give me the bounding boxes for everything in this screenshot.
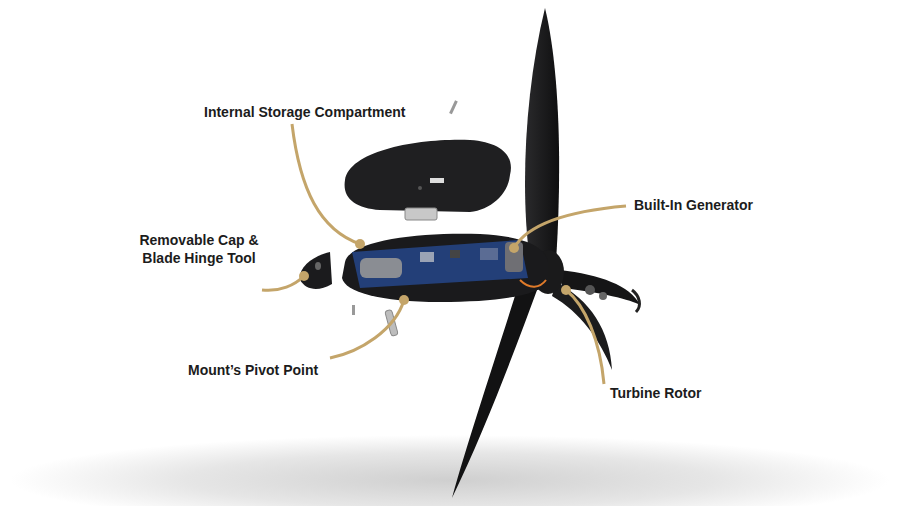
battery <box>360 258 402 278</box>
part-label: Removable Cap & Blade Hinge Tool <box>126 231 272 267</box>
part-label: Built-In Generator <box>634 196 753 214</box>
part-label: Turbine Rotor <box>610 384 702 402</box>
leader-lines <box>262 124 626 384</box>
bottom-blade <box>452 280 540 498</box>
storage-lid <box>345 140 511 212</box>
latch-part <box>405 208 437 220</box>
nose-cone <box>300 252 332 289</box>
side-blade <box>552 282 612 370</box>
circuit-board <box>352 240 528 288</box>
floor-shadow <box>10 435 890 506</box>
generator <box>505 242 523 272</box>
part-label: Mount’s Pivot Point <box>188 361 318 379</box>
part-label: Internal Storage Compartment <box>204 103 405 121</box>
